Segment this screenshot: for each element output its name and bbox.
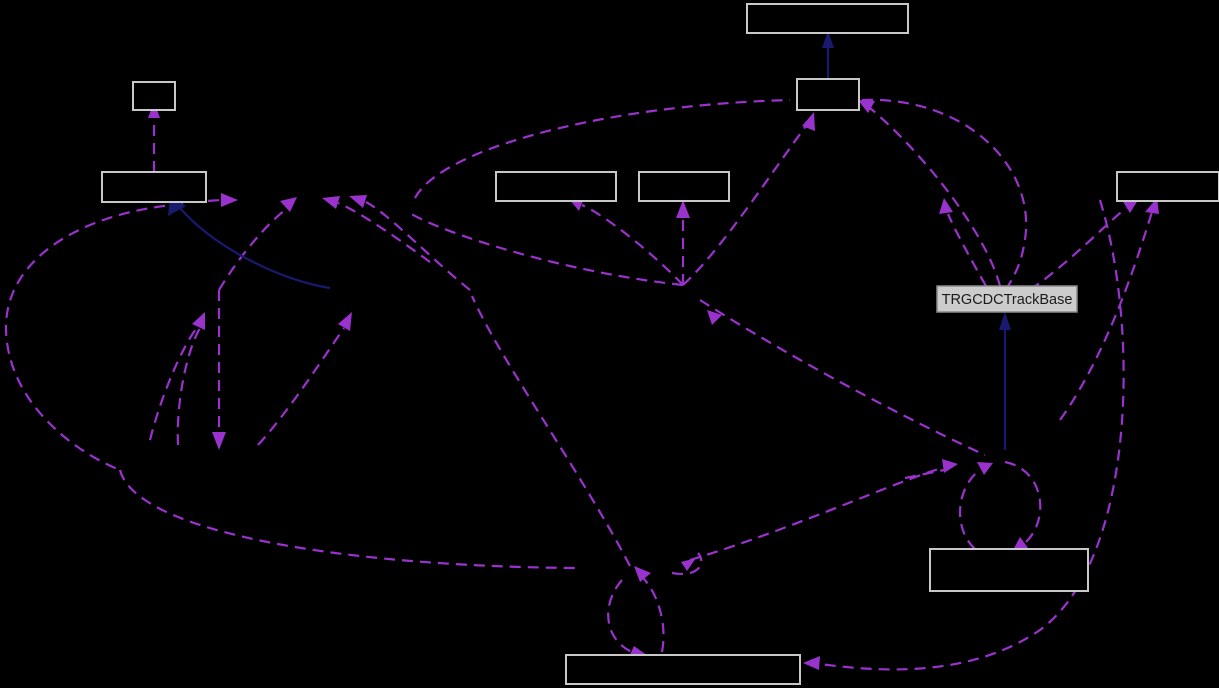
node-n6[interactable] xyxy=(638,171,730,202)
arrowhead-inherit-n4-to-n3 xyxy=(822,31,834,48)
node-n2-box[interactable] xyxy=(101,171,207,203)
edge-n8-to-upleft xyxy=(946,213,987,287)
node-n6-box[interactable] xyxy=(638,171,730,202)
edge-bottomleft-to-j3 xyxy=(689,466,943,562)
node-n3[interactable] xyxy=(746,3,909,34)
edge-j1-branch-2 xyxy=(176,327,201,446)
node-n10[interactable] xyxy=(565,654,801,685)
arrowhead-j1-branch-1 xyxy=(192,312,205,330)
edge-feed-into-j3-left xyxy=(904,468,945,480)
edge-arc-left-to-n4 xyxy=(414,98,791,199)
arrowhead-inherit-j3-to-n8 xyxy=(999,312,1011,330)
edge-n9-loop-left-to-j3 xyxy=(958,469,981,550)
nodes-group: TRGCDCTrackBase xyxy=(101,3,1219,685)
arrowhead-node-a xyxy=(280,197,297,212)
edge-leftloop-to-n2 xyxy=(4,202,184,472)
edge-to-node-b xyxy=(337,201,431,263)
node-n1-box[interactable] xyxy=(132,81,176,111)
node-n9[interactable] xyxy=(929,548,1089,592)
arrowhead-bottomleft-to-j3 xyxy=(942,459,958,473)
edge-right-arc-to-n10 xyxy=(819,199,1125,671)
node-trgcdctrackbase-label: TRGCDCTrackBase xyxy=(942,292,1073,308)
node-n4-box[interactable] xyxy=(796,78,860,111)
arrowhead-j2-to-n6 xyxy=(676,200,690,218)
node-n7-box[interactable] xyxy=(1116,171,1219,202)
edge-longsweep-left-bottom xyxy=(118,469,576,570)
arrowhead-n8-to-n7-left xyxy=(1122,200,1138,213)
edge-j1-branch-1 xyxy=(148,325,199,441)
arrowhead-n2-right-short xyxy=(221,193,238,207)
arrowhead-n8-to-upleft xyxy=(939,198,953,214)
arrowhead-small-hook xyxy=(681,558,696,571)
edge-j2-down-right xyxy=(699,299,986,457)
node-n3-box[interactable] xyxy=(746,3,909,34)
edge-j2-to-n4 xyxy=(682,125,807,286)
edge-lower-to-n7-right xyxy=(1059,211,1154,421)
edge-j3-loop-right-to-n9 xyxy=(1004,460,1042,544)
node-n7[interactable] xyxy=(1116,171,1219,202)
arrowhead-down-to-j1 xyxy=(212,432,226,450)
arrowhead-j2-down-right-tail xyxy=(707,310,722,325)
node-trgcdctrackbase[interactable]: TRGCDCTrackBase xyxy=(936,285,1078,313)
edge-n8-to-n7-left xyxy=(1029,207,1127,291)
node-n1[interactable] xyxy=(132,81,176,111)
arrowhead-node-c xyxy=(349,195,367,208)
node-n4[interactable] xyxy=(796,78,860,111)
edge-n4-arc-to-n8 xyxy=(861,98,1028,287)
edge-j1-to-node-d xyxy=(257,327,345,446)
edge-j4-loop-left-to-n10 xyxy=(607,579,633,654)
inheritance-edges-group xyxy=(168,31,1011,450)
node-n5-box[interactable] xyxy=(495,171,617,202)
edge-diag-into-j2 xyxy=(407,211,684,287)
arrowhead-node-b xyxy=(322,196,340,209)
edge-n10-loop-to-j4 xyxy=(642,577,665,653)
node-n5[interactable] xyxy=(495,171,617,202)
arrowhead-right-arc-to-n10 xyxy=(803,656,820,670)
node-n10-box[interactable] xyxy=(565,654,801,685)
edge-to-node-c xyxy=(365,201,471,291)
edge-j2-to-n5 xyxy=(581,203,684,286)
node-n9-box[interactable] xyxy=(929,548,1089,592)
node-n2[interactable] xyxy=(101,171,207,203)
arrowhead-node-d xyxy=(338,312,352,331)
edge-j4-up-long xyxy=(470,295,631,567)
arrowhead-n8-to-n4-right xyxy=(858,100,875,113)
edge-inherit-curve-to-n2 xyxy=(179,207,331,290)
edge-to-node-a xyxy=(218,207,289,291)
arrowhead-n9-loop-to-j3 xyxy=(977,462,993,475)
arrowhead-n10-loop-to-j4 xyxy=(634,566,651,582)
arrowhead-j2-to-n4 xyxy=(802,112,815,131)
edge-small-hook xyxy=(671,552,703,576)
edge-n8-to-n4-right xyxy=(869,107,1002,287)
node-trgcdctrackbase-box[interactable] xyxy=(936,285,1078,313)
